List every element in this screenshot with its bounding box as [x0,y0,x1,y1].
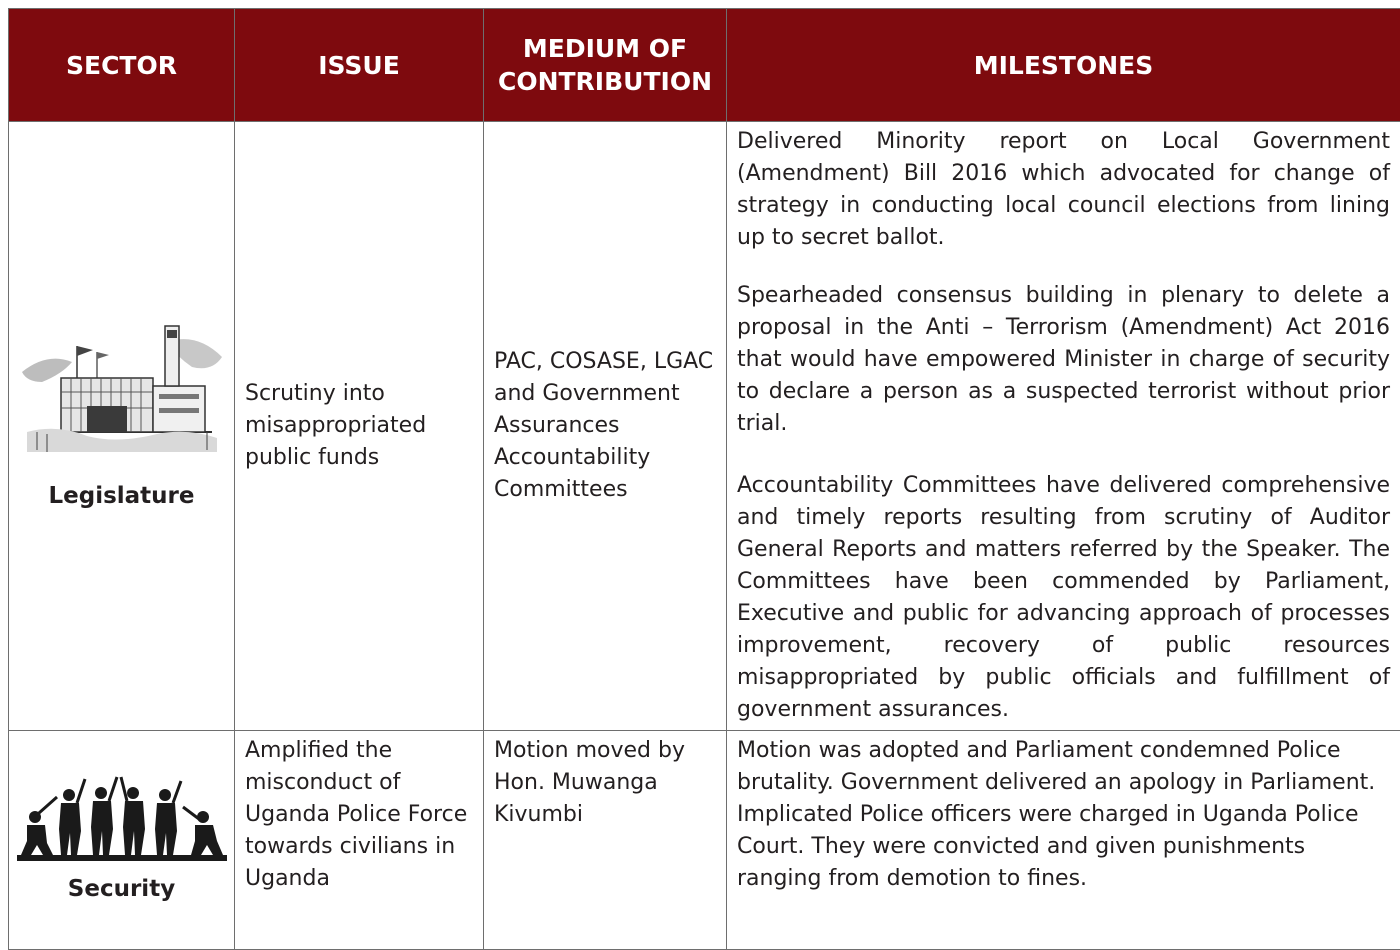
header-sector: SECTOR [9,9,235,122]
milestone-paragraph: Spearheaded consensus building in plenar… [737,280,1390,440]
sector-label-security: Security [9,873,234,905]
milestones-cell: Delivered Minority report on Local Gover… [727,122,1400,731]
table-header-row: SECTOR ISSUE MEDIUM OF CONTRIBUTION MILE… [9,9,1400,122]
parliament-building-icon [17,312,227,462]
milestone-paragraph: Delivered Minority report on Local Gover… [737,126,1390,254]
sector-cell: Security [9,731,235,950]
milestones-cell: Motion was adopted and Parliament condem… [727,731,1400,950]
table-row: Security Amplified the misconduct of Uga… [9,731,1400,950]
sector-label-legislature: Legislature [9,480,234,512]
medium-cell: Motion moved by Hon. Muwanga Kivumbi [484,731,727,950]
milestone-paragraph: Accountability Committees have delivered… [737,470,1390,726]
header-issue: ISSUE [235,9,484,122]
milestone-paragraph: Motion was adopted and Parliament condem… [737,735,1390,895]
issue-cell: Scrutiny into misappropriated public fun… [235,122,484,731]
medium-cell: PAC, COSASE, LGAC and Government Assuran… [484,122,727,731]
table-row: Legislature Scrutiny into misappropriate… [9,122,1400,731]
header-milestones: MILESTONES [727,9,1400,122]
header-medium: MEDIUM OF CONTRIBUTION [484,9,727,122]
sector-cell: Legislature [9,122,235,731]
document-page: SECTOR ISSUE MEDIUM OF CONTRIBUTION MILE… [0,0,1400,900]
soldiers-silhouette-icon [17,773,227,863]
contributions-table: SECTOR ISSUE MEDIUM OF CONTRIBUTION MILE… [8,8,1400,950]
issue-cell: Amplified the misconduct of Uganda Polic… [235,731,484,950]
